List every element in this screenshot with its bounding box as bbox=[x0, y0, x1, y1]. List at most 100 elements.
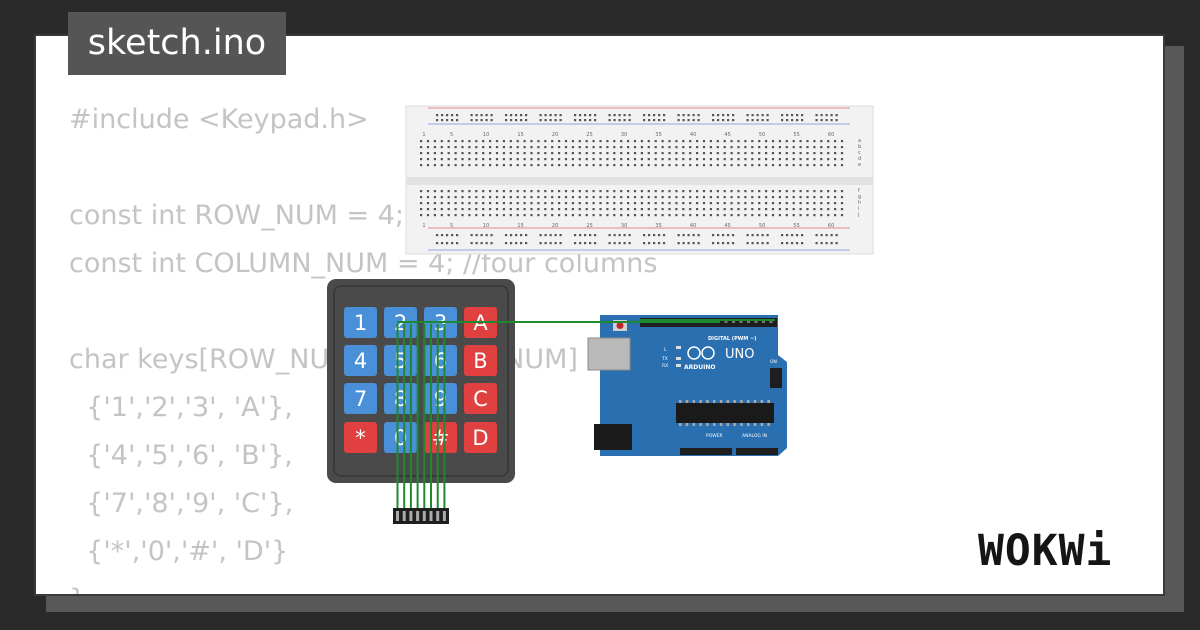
breadboard-hole bbox=[433, 158, 436, 161]
breadboard-hole bbox=[516, 164, 519, 167]
breadboard-hole bbox=[727, 114, 730, 117]
breadboard-hole bbox=[813, 164, 816, 167]
breadboard-hole bbox=[485, 119, 488, 122]
breadboard-hole bbox=[599, 158, 602, 161]
col-number-top: 5 bbox=[450, 132, 453, 138]
breadboard-hole bbox=[712, 119, 715, 122]
breadboard-hole bbox=[758, 146, 761, 149]
breadboard-hole bbox=[751, 114, 754, 117]
breadboard-hole bbox=[489, 146, 492, 149]
breadboard-hole bbox=[426, 196, 430, 199]
breadboard-hole bbox=[623, 114, 626, 117]
breadboard-hole bbox=[628, 114, 631, 117]
breadboard-hole bbox=[558, 152, 561, 155]
breadboard-hole bbox=[806, 190, 809, 193]
breadboard-hole bbox=[786, 242, 789, 245]
breadboard-hole bbox=[620, 164, 623, 167]
breadboard-hole bbox=[765, 190, 768, 193]
breadboard-hole bbox=[771, 152, 775, 155]
breadboard-hole bbox=[620, 152, 623, 155]
breadboard-hole bbox=[627, 214, 630, 217]
breadboard-hole bbox=[799, 214, 802, 217]
breadboard-hole bbox=[447, 158, 450, 161]
chip-pin bbox=[679, 400, 682, 403]
breadboard-hole bbox=[840, 214, 844, 217]
breadboard-hole bbox=[516, 158, 519, 161]
row-letter: h bbox=[858, 200, 861, 206]
chip-pin bbox=[706, 400, 709, 403]
breadboard-hole bbox=[530, 152, 533, 155]
breadboard-hole bbox=[447, 208, 450, 211]
breadboard-hole bbox=[585, 208, 588, 211]
breadboard-hole bbox=[509, 158, 512, 161]
breadboard-hole bbox=[799, 146, 802, 149]
breadboard-hole bbox=[579, 114, 582, 117]
breadboard-hole bbox=[702, 152, 706, 155]
chip-pin bbox=[685, 400, 689, 403]
breadboard-hole bbox=[585, 152, 588, 155]
breadboard-hole bbox=[475, 208, 478, 211]
breadboard-hole bbox=[709, 208, 712, 211]
breadboard-hole bbox=[620, 158, 623, 161]
breadboard-hole bbox=[827, 202, 830, 205]
breadboard-hole bbox=[825, 114, 828, 117]
breadboard-hole bbox=[771, 164, 775, 167]
breadboard-hole bbox=[702, 140, 706, 143]
breadboard-hole bbox=[692, 114, 695, 117]
breadboard-hole bbox=[702, 214, 706, 217]
breadboard-hole bbox=[544, 140, 547, 143]
breadboard-hole bbox=[689, 196, 692, 199]
breadboard-hole bbox=[689, 146, 692, 149]
breadboard-hole bbox=[751, 152, 754, 155]
breadboard-hole bbox=[682, 140, 685, 143]
breadboard-hole bbox=[470, 114, 473, 117]
breadboard-hole bbox=[558, 196, 561, 199]
breadboard-hole bbox=[606, 140, 609, 143]
breadboard-hole bbox=[606, 146, 609, 149]
breadboard-hole bbox=[648, 242, 651, 245]
breadboard-hole bbox=[765, 152, 768, 155]
breadboard-hole bbox=[751, 146, 754, 149]
breadboard-hole bbox=[509, 190, 512, 193]
breadboard-hole bbox=[495, 140, 499, 143]
breadboard-hole bbox=[813, 196, 816, 199]
breadboard-hole bbox=[440, 146, 443, 149]
breadboard-hole bbox=[530, 202, 533, 205]
breadboard-hole bbox=[696, 202, 699, 205]
breadboard-hole bbox=[420, 196, 423, 199]
breadboard-hole bbox=[835, 242, 838, 245]
breadboard-hole bbox=[537, 152, 540, 155]
breadboard-hole bbox=[589, 234, 592, 237]
breadboard-hole bbox=[717, 242, 720, 245]
breadboard-hole bbox=[599, 208, 602, 211]
breadboard-hole bbox=[758, 214, 761, 217]
breadboard-hole bbox=[744, 164, 747, 167]
breadboard-hole bbox=[827, 158, 830, 161]
breadboard-hole bbox=[440, 196, 443, 199]
breadboard-hole bbox=[806, 208, 809, 211]
breadboard-hole bbox=[640, 164, 643, 167]
led-l bbox=[676, 346, 681, 349]
keypad-key-label: B bbox=[473, 349, 487, 373]
code-editor[interactable]: #include <Keypad.h>const int ROW_NUM = 4… bbox=[69, 96, 657, 594]
breadboard-hole bbox=[744, 140, 747, 143]
breadboard-hole bbox=[426, 152, 430, 155]
breadboard-hole bbox=[751, 234, 754, 237]
breadboard-hole bbox=[468, 140, 471, 143]
breadboard-hole bbox=[806, 164, 809, 167]
breadboard-hole bbox=[761, 119, 764, 122]
breadboard-hole bbox=[502, 214, 505, 217]
breadboard-hole bbox=[756, 234, 759, 237]
breadboard-hole bbox=[792, 208, 795, 211]
breadboard-hole bbox=[618, 119, 621, 122]
breadboard-hole bbox=[509, 164, 512, 167]
breadboard-hole bbox=[815, 114, 818, 117]
breadboard-hole bbox=[628, 242, 631, 245]
breadboard-hole bbox=[813, 158, 816, 161]
file-tab[interactable]: sketch.ino bbox=[68, 12, 286, 75]
breadboard-hole bbox=[778, 208, 781, 211]
breadboard-hole bbox=[515, 242, 518, 245]
breadboard-hole bbox=[558, 208, 561, 211]
breadboard-hole bbox=[765, 214, 768, 217]
